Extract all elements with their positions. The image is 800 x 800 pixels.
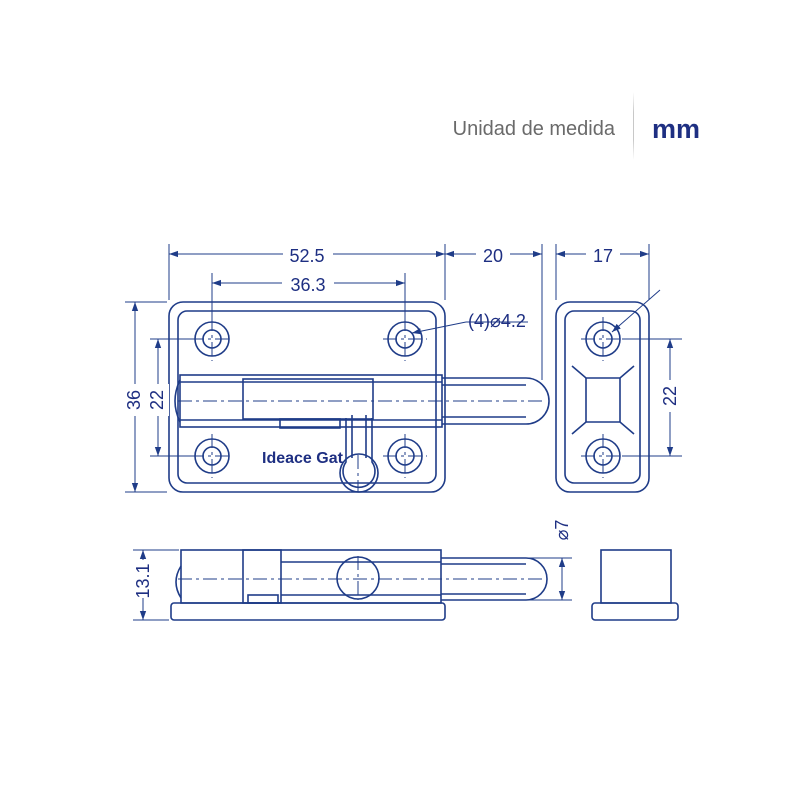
keeper-bottom-view	[591, 549, 679, 621]
dim-hole-spacing-y: 22	[147, 390, 167, 410]
keeper-inner	[564, 310, 641, 484]
dim-thickness: 13.1	[133, 563, 153, 598]
units-label: Unidad de medida	[452, 118, 615, 140]
bottom-housing	[180, 549, 442, 604]
dim-overall-height: 36	[124, 390, 144, 410]
knob-handle	[342, 418, 376, 489]
brand-text: Ideace Gat	[262, 450, 344, 467]
units-divider	[633, 92, 634, 160]
units-header: Unidad de medida mm	[0, 92, 800, 162]
bottom-view	[170, 549, 548, 621]
dim-hole-diameter: (4)⌀4.2	[468, 311, 526, 331]
leader-keeper-hole	[611, 289, 661, 333]
dim-hole-spacing-x: 36.3	[290, 275, 325, 295]
keeper-outer	[555, 301, 650, 493]
dim-keeper-hole-spacing: 22	[660, 386, 680, 406]
dim-bolt-extension: 20	[483, 246, 503, 266]
slider-block	[242, 378, 374, 420]
center-lines	[178, 317, 625, 600]
dim-bolt-diameter: ⌀7	[552, 520, 572, 541]
dim-overall-width: 52.5	[289, 246, 324, 266]
leader-hole-diameter	[411, 321, 467, 335]
bottom-base	[170, 602, 446, 621]
dimension-lines	[125, 244, 682, 621]
base-plate-inner	[177, 310, 437, 484]
dim-keeper-width: 17	[593, 246, 613, 266]
units-value: mm	[652, 114, 701, 144]
bolt-protrusion	[442, 377, 550, 425]
